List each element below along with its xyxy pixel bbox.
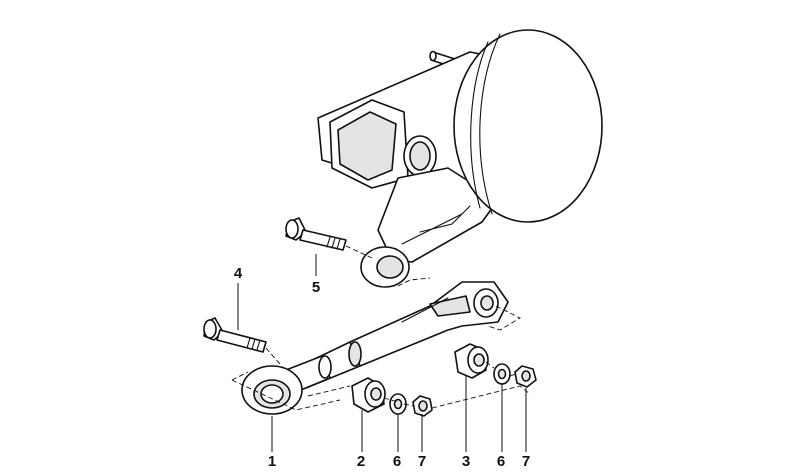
callout-1: 1 (268, 453, 276, 470)
callout-5: 5 (312, 279, 320, 296)
callout-7-left: 7 (418, 453, 426, 470)
callout-3: 3 (462, 453, 470, 470)
callout-6-right: 6 (497, 453, 505, 470)
callout-4: 4 (234, 265, 243, 282)
callout-7-right: 7 (522, 453, 530, 470)
callout-labels: 4 5 1 2 6 7 3 6 7 (234, 265, 530, 470)
callout-6-left: 6 (393, 453, 401, 470)
part-7-nut-a (412, 395, 433, 417)
callout-2: 2 (357, 453, 365, 470)
part-4-bolt (203, 317, 267, 353)
final-drive-housing (317, 29, 603, 288)
assembly-lines (231, 245, 531, 411)
part-3-rubber-bush (454, 343, 489, 379)
torque-strut (241, 281, 509, 415)
part-5-bolt (285, 217, 347, 251)
part-2-rubber-bush (351, 377, 386, 413)
part-6-washer-b (493, 363, 511, 385)
leader-lines (237, 254, 527, 452)
part-7-nut-b (514, 365, 537, 388)
part-6-washer-a (389, 393, 407, 415)
